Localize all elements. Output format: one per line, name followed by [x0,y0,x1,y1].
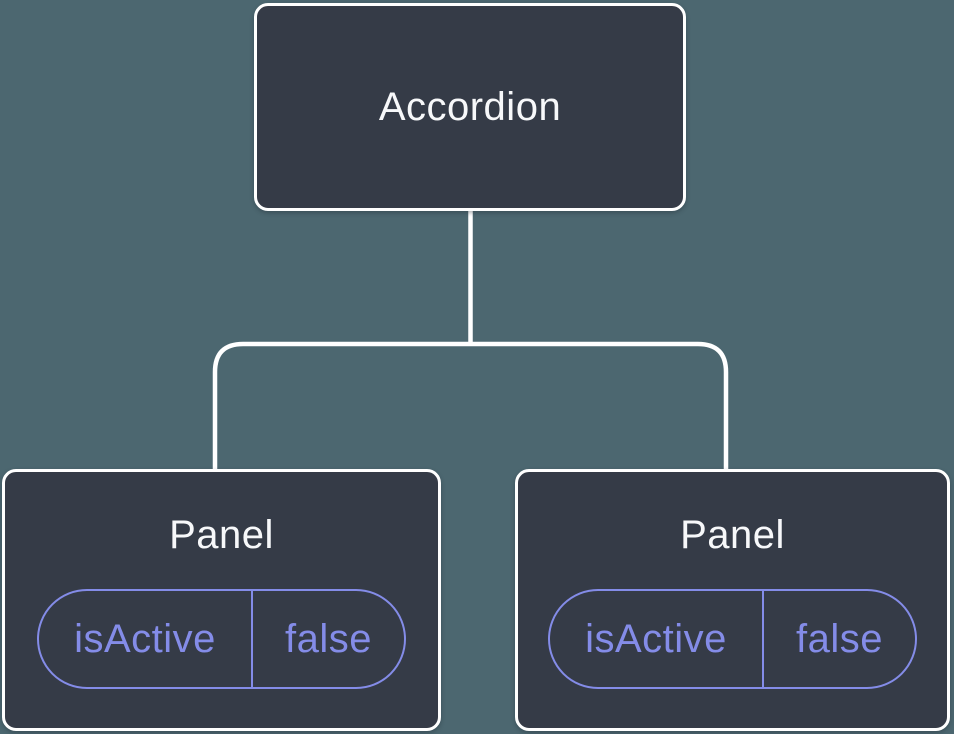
component-node-panel-1: Panel isActive false [2,469,441,731]
node-label-panel-1: Panel [169,513,274,557]
state-key-1: isActive [39,591,253,687]
node-label-accordion: Accordion [378,85,562,129]
component-node-accordion: Accordion [254,3,686,211]
node-label-panel-2: Panel [680,513,785,557]
state-value-2: false [796,616,883,661]
state-pill-2: isActive false [548,589,917,689]
state-value-1: false [285,616,372,661]
state-key-2: isActive [550,591,764,687]
state-pill-1: isActive false [37,589,406,689]
component-node-panel-2: Panel isActive false [515,469,950,731]
connector-branch [212,341,729,470]
